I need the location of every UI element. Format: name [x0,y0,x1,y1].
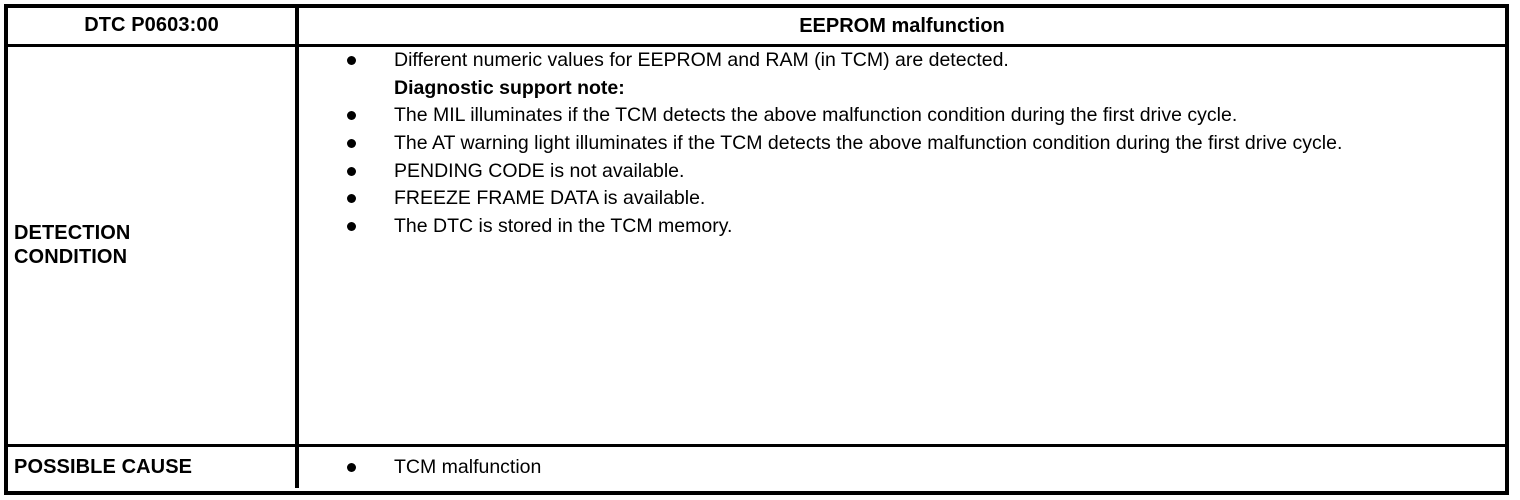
bullet-icon [299,213,373,232]
possible-cause-label-cell: POSSIBLE CAUSE [8,447,299,488]
bullet-icon [299,130,373,149]
list-item-text: FREEZE FRAME DATA is available. [394,187,706,210]
possible-cause-label: POSSIBLE CAUSE [14,455,193,478]
list-item-note: Diagnostic support note: [299,75,1505,103]
bullet-icon [299,47,373,65]
list-item: The DTC is stored in the TCM memory. [299,213,1505,241]
list-item-text: TCM malfunction [394,455,542,478]
table-row-header: DTC P0603:00 EEPROM malfunction [8,8,1505,47]
diagnostic-support-note-label: Diagnostic support note: [394,76,625,99]
list-item: The MIL illuminates if the TCM detects t… [299,102,1505,130]
list-item-text: The AT warning light illuminates if the … [394,132,1343,155]
dtc-table: DTC P0603:00 EEPROM malfunction DETECTIO… [4,4,1509,495]
list-item: TCM malfunction [299,454,1505,482]
possible-cause-content-cell: TCM malfunction [299,447,1505,488]
bullet-icon [299,158,373,176]
bullet-icon [299,102,373,121]
detection-condition-label: DETECTION CONDITION [14,221,131,268]
bullet-icon [299,185,373,204]
dtc-title-text: EEPROM malfunction [799,14,1005,37]
list-item: The AT warning light illuminates if the … [299,130,1505,158]
detection-condition-list: Different numeric values for EEPROM and … [299,47,1505,241]
bullet-icon [299,454,373,472]
list-item-text: The DTC is stored in the TCM memory. [394,215,733,238]
dtc-code-label: DTC P0603:00 [84,14,219,37]
table-row-possible-cause: POSSIBLE CAUSE TCM malfunction [8,447,1505,488]
list-item-text: Different numeric values for EEPROM and … [394,49,1009,71]
detection-condition-content-cell: Different numeric values for EEPROM and … [299,47,1505,444]
dtc-code-cell: DTC P0603:00 [8,8,299,44]
list-item: PENDING CODE is not available. [299,158,1505,186]
list-item: FREEZE FRAME DATA is available. [299,185,1505,213]
possible-cause-list: TCM malfunction [299,454,1505,482]
table-row-detection-condition: DETECTION CONDITION Different numeric va… [8,47,1505,447]
list-item-text: The MIL illuminates if the TCM detects t… [394,104,1238,127]
list-item: Different numeric values for EEPROM and … [299,47,1505,75]
dtc-title-cell: EEPROM malfunction [299,8,1505,44]
list-item-text: PENDING CODE is not available. [394,159,685,182]
detection-condition-label-cell: DETECTION CONDITION [8,47,299,444]
